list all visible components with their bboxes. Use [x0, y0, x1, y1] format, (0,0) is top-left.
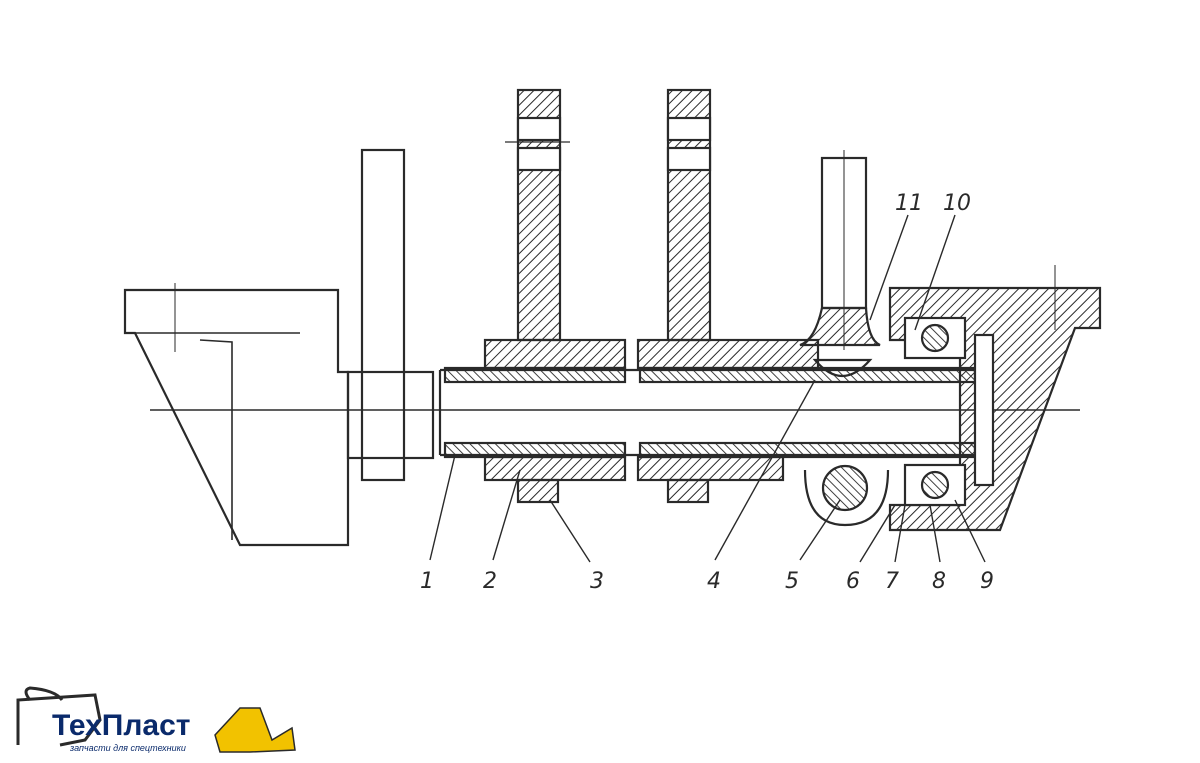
shaft-wall-top-left	[443, 366, 627, 384]
key-segment	[812, 358, 873, 377]
logo-text: ТехПласт	[52, 709, 191, 742]
callout-7: 7	[885, 569, 899, 594]
callout-9: 9	[980, 569, 994, 594]
roller	[821, 464, 869, 512]
shaft-wall-bottom-right	[638, 441, 977, 459]
callout-5: 5	[785, 569, 799, 594]
left-housing	[123, 288, 350, 547]
callout-2: 2	[483, 569, 497, 594]
left-hub	[346, 370, 435, 460]
callout-6: 6	[846, 569, 860, 594]
shift-fork	[799, 306, 881, 347]
callout-3: 3	[590, 569, 604, 594]
shaft-wall-top-right	[638, 366, 977, 384]
left-gear	[360, 148, 406, 482]
callout-1: 1	[420, 569, 434, 594]
techplast-logo: ТехПласт запчасти для спецтехники	[16, 686, 296, 753]
callout-11: 11	[895, 191, 923, 216]
shaft-wall-bottom-left	[443, 441, 627, 459]
drawing-body	[123, 88, 1102, 563]
gear-1-hub-bottom	[483, 455, 627, 482]
gear-2-hub-top	[636, 338, 820, 370]
gear-1-hub-top	[483, 338, 627, 370]
roller-housing	[803, 469, 890, 527]
callout-4: 4	[707, 569, 721, 594]
callout-labels: 1 2 3 4 5 6 7 8 9 10 11	[420, 191, 994, 594]
backhoe-icon	[214, 707, 296, 753]
logo-tagline: запчасти для спецтехники	[69, 743, 186, 753]
callout-10: 10	[943, 191, 971, 216]
excavator-icon	[16, 686, 102, 747]
leader-lines	[429, 214, 986, 563]
callout-8: 8	[932, 569, 946, 594]
